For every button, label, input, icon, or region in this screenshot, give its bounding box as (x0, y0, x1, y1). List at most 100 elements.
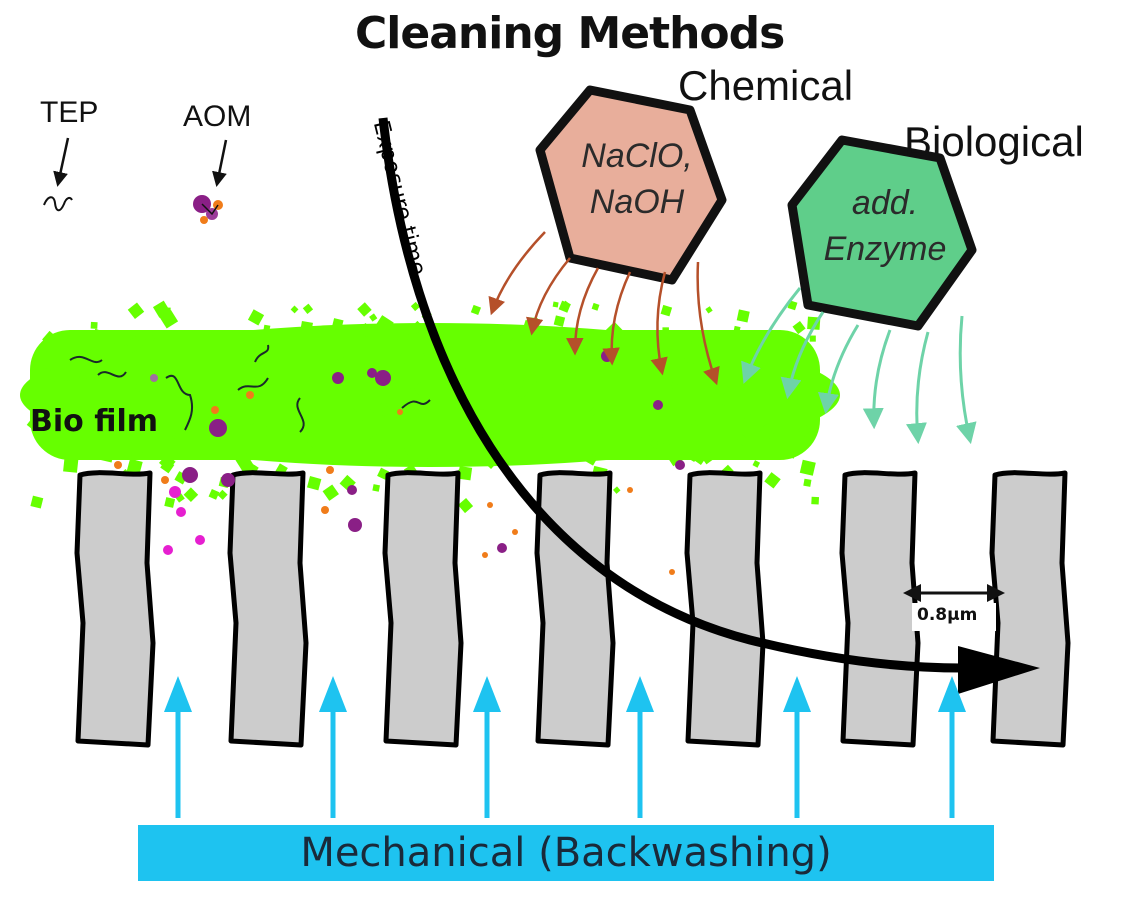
tep-fiber-icon (43, 196, 73, 212)
tep-fiber (165, 374, 194, 431)
biofilm-speck (410, 301, 421, 312)
pore-size-label: 0.8µm (917, 605, 978, 625)
biofilm-speck (764, 472, 781, 489)
tep-fiber (254, 344, 270, 363)
tep-fiber (296, 397, 305, 433)
biofilm-speck (730, 421, 740, 431)
chemical-arrows (488, 231, 720, 386)
biofilm-speck (811, 496, 820, 505)
backwash-arrows (164, 676, 966, 818)
biofilm-speck (705, 306, 713, 314)
biofilm-speck (93, 328, 102, 337)
pore-size-dimension (903, 584, 1005, 631)
membrane-pillar (74, 470, 156, 748)
biofilm-speck (429, 382, 447, 400)
legend-icons (43, 137, 228, 224)
biofilm-speck (733, 325, 741, 333)
biofilm-speck (591, 302, 600, 311)
biological-arrow (817, 324, 860, 415)
chemical-agent-line2: NaOH (589, 183, 685, 221)
biological-agent-hexagon (787, 135, 977, 331)
biofilm-speck (649, 438, 660, 449)
biofilm-speck (534, 430, 545, 441)
biofilm-speck (158, 454, 176, 471)
biofilm-speck (457, 355, 468, 366)
aom-particle (482, 552, 488, 558)
biofilm-speck (662, 438, 672, 447)
biofilm-speck (317, 350, 326, 359)
biofilm-speck (605, 321, 623, 339)
biofilm-speck (346, 407, 359, 420)
biofilm-speck (517, 376, 524, 384)
biofilm-speck (374, 315, 394, 335)
biofilm-speck (803, 478, 812, 487)
biofilm-speck (206, 370, 215, 379)
biofilm-speck (30, 397, 40, 407)
biofilm-speck (394, 345, 404, 356)
biofilm-speck (42, 367, 52, 377)
aom-particle (675, 460, 685, 470)
biofilm-speck (639, 432, 653, 446)
biofilm-speck (553, 315, 566, 327)
biofilm-speck (384, 447, 396, 459)
biofilm-speck (164, 497, 176, 508)
biofilm-speck (125, 336, 143, 354)
membrane-pillar (534, 470, 616, 748)
biofilm-speck (83, 332, 92, 341)
biofilm-speck (683, 348, 700, 365)
chemical-agent-label: NaClO, NaOH (552, 133, 722, 225)
biofilm-label: Bio film (30, 404, 158, 439)
biofilm-speck (357, 302, 372, 317)
aom-particle (150, 374, 158, 382)
biofilm-speck (752, 460, 761, 468)
biofilm-speck (552, 301, 559, 308)
chemical-arrow (566, 267, 600, 356)
biofilm-speck (247, 309, 265, 326)
biofilm-speck (406, 407, 419, 420)
biofilm-speck (100, 448, 115, 463)
biofilm-speck (246, 417, 256, 426)
aom-particle (367, 368, 377, 378)
biofilm-speck (353, 344, 363, 354)
biofilm-speck (646, 447, 659, 460)
aom-particle (653, 400, 663, 410)
biological-arrow (905, 331, 930, 445)
biofilm-speck (380, 401, 389, 410)
biofilm-speck (105, 342, 120, 357)
biofilm-speck (138, 351, 152, 364)
biofilm-speck (409, 431, 421, 443)
biofilm-speck (691, 449, 708, 466)
biofilm-speck (30, 495, 44, 509)
aom-particle (497, 543, 507, 553)
biological-arrows (741, 287, 977, 445)
biofilm-speck (38, 349, 47, 357)
tep-label: TEP (40, 96, 99, 129)
biofilm-speck (600, 427, 611, 438)
biofilm-speck (372, 484, 380, 492)
biofilm-speck (565, 359, 581, 375)
aom-particle (326, 466, 334, 474)
aom-particle (487, 502, 493, 508)
aom-particle (512, 529, 518, 535)
biofilm-speck (515, 386, 528, 400)
biofilm-speck (803, 373, 820, 390)
biofilm-speck (744, 413, 752, 421)
aom-particle (161, 476, 169, 484)
chemical-agent-hexagon (535, 85, 727, 285)
membrane-pillar (382, 470, 464, 748)
biofilm-speck (306, 476, 322, 491)
biofilm-speck (524, 328, 531, 335)
biofilm-speck (263, 324, 271, 332)
aom-particle (114, 461, 122, 469)
chemical-agent-line1: NaClO, (581, 137, 693, 175)
biofilm-speck (380, 409, 388, 418)
biofilm-speck (528, 374, 539, 385)
biofilm-speck (154, 419, 161, 426)
biological-agent-line1: add. (851, 184, 919, 222)
biofilm-speck (463, 366, 473, 376)
biological-agent-label: add. Enzyme (800, 180, 970, 272)
biofilm-speck (244, 336, 261, 352)
biofilm-speck (482, 338, 498, 355)
backwash-arrow-head (938, 676, 966, 712)
